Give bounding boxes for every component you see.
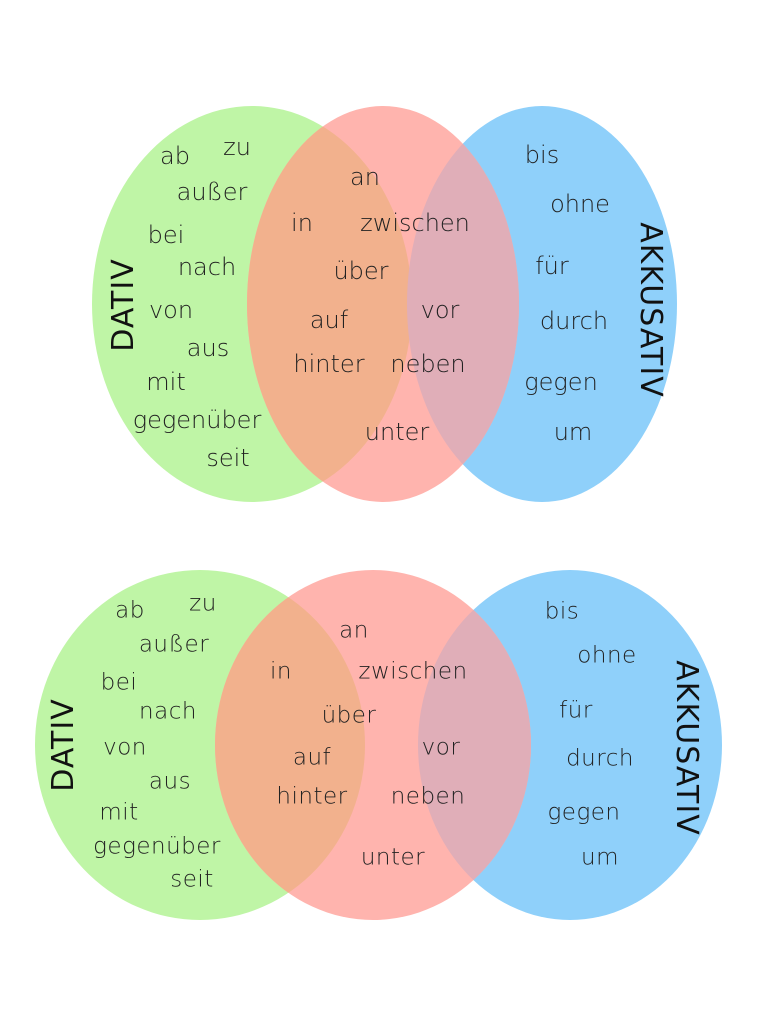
middle-word: in bbox=[270, 658, 292, 685]
akkusativ-word: gegen bbox=[524, 368, 598, 396]
akkusativ-word: ohne bbox=[550, 190, 610, 218]
akkusativ-label: AKKUSATIV bbox=[633, 222, 668, 398]
dativ-word: nach bbox=[177, 253, 237, 281]
dativ-label: DATIV bbox=[46, 698, 81, 792]
akkusativ-word: um bbox=[553, 418, 593, 446]
middle-word: an bbox=[339, 617, 369, 644]
dativ-label: DATIV bbox=[106, 258, 141, 352]
akkusativ-word: durch bbox=[539, 307, 609, 335]
middle-word: auf bbox=[292, 744, 332, 771]
middle-word: über bbox=[321, 702, 377, 729]
middle-word: vor bbox=[420, 296, 460, 324]
overlap-right-1 bbox=[407, 106, 519, 502]
akkusativ-word: bis bbox=[524, 141, 560, 169]
dativ-word: von bbox=[148, 296, 194, 324]
dativ-word: nach bbox=[139, 698, 197, 725]
dativ-word: ab bbox=[115, 597, 145, 624]
dativ-word: von bbox=[103, 734, 147, 761]
akkusativ-word: für bbox=[559, 697, 593, 724]
dativ-word: seit bbox=[170, 866, 214, 893]
dativ-word: bei bbox=[100, 669, 138, 696]
dativ-word: mit bbox=[99, 799, 139, 826]
akkusativ-word: bis bbox=[544, 598, 580, 625]
middle-word: über bbox=[333, 257, 389, 285]
middle-word: hinter bbox=[293, 350, 365, 378]
dativ-word: außer bbox=[138, 631, 210, 658]
dativ-word: zu bbox=[189, 590, 217, 617]
dativ-word: aus bbox=[148, 768, 192, 795]
middle-word: neben bbox=[390, 783, 466, 810]
dativ-word: bei bbox=[147, 221, 185, 249]
akkusativ-word: gegen bbox=[547, 799, 621, 826]
middle-word: in bbox=[291, 209, 313, 237]
middle-word: unter bbox=[360, 844, 426, 871]
akkusativ-word: für bbox=[535, 252, 569, 280]
dativ-word: aus bbox=[186, 334, 230, 362]
dativ-word: gegenüber bbox=[93, 833, 221, 860]
middle-word: an bbox=[350, 163, 380, 191]
middle-word: unter bbox=[364, 418, 430, 446]
middle-word: vor bbox=[421, 734, 461, 761]
overlap-left-2 bbox=[215, 570, 365, 920]
dativ-word: ab bbox=[160, 142, 190, 170]
overlap-right-2 bbox=[418, 570, 531, 920]
middle-word: hinter bbox=[276, 783, 348, 810]
middle-word: zwischen bbox=[360, 209, 470, 237]
akkusativ-word: um bbox=[581, 844, 619, 871]
dativ-word: außer bbox=[176, 178, 248, 206]
dativ-word: seit bbox=[206, 444, 250, 472]
dativ-word: mit bbox=[146, 368, 186, 396]
dativ-word: gegenüber bbox=[132, 406, 262, 434]
middle-word: auf bbox=[309, 306, 349, 334]
akkusativ-word: durch bbox=[566, 745, 634, 772]
akkusativ-word: ohne bbox=[577, 642, 637, 669]
dativ-word: zu bbox=[223, 133, 251, 161]
akkusativ-label: AKKUSATIV bbox=[669, 660, 704, 836]
middle-word: zwischen bbox=[358, 658, 468, 685]
overlap-left-1 bbox=[247, 106, 412, 502]
middle-word: neben bbox=[390, 350, 466, 378]
